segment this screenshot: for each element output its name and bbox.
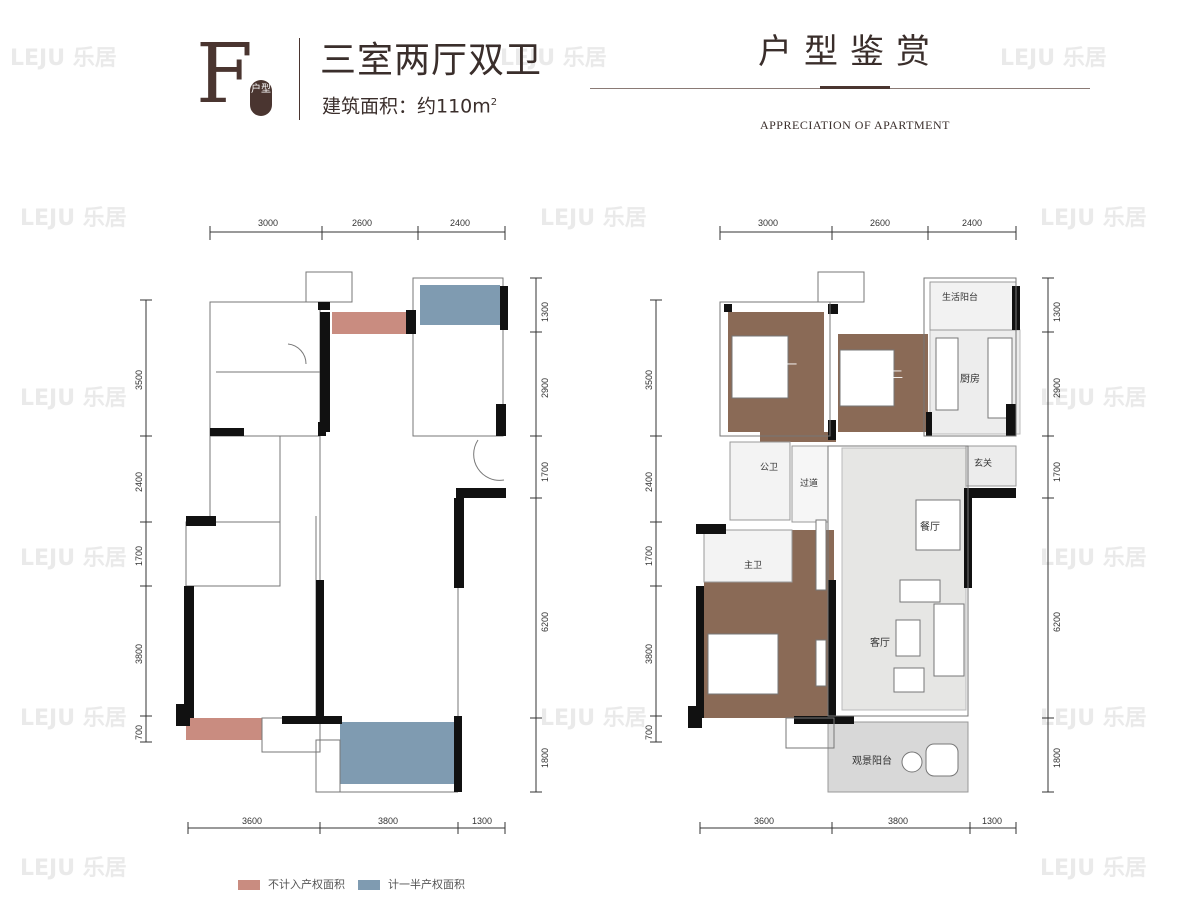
watermark: LEJU 乐居 [1000, 46, 1107, 71]
zone-half-counted-top [420, 285, 500, 325]
layout-type-badge: 户型 [250, 80, 272, 116]
r-dimension-right [1042, 277, 1054, 793]
dim-bottom-1: 3600 [242, 816, 262, 826]
r-dim-right-1: 1300 [1052, 302, 1062, 322]
dimension-bottom [187, 822, 506, 834]
zone-not-counted-bottom [186, 718, 262, 740]
room-dining: 餐厅 [920, 520, 940, 533]
dim-bottom-2: 3800 [378, 816, 398, 826]
dim-top-1: 3000 [258, 218, 278, 228]
dim-left-5: 700 [134, 725, 144, 740]
dim-left-2: 2400 [134, 472, 144, 492]
header-divider [299, 38, 300, 120]
legend-label-half-counted: 计一半产权面积 [388, 878, 465, 891]
r-dimension-bottom [699, 822, 1017, 834]
r-dim-bottom-1: 3600 [754, 816, 774, 826]
watermark: LEJU 乐居 [20, 546, 127, 571]
dimension-right [530, 277, 542, 793]
watermark: LEJU 乐居 [1040, 856, 1147, 881]
dim-right-1: 1300 [540, 302, 550, 322]
r-dim-right-4: 6200 [1052, 612, 1062, 632]
legend-swatch-not-counted [238, 880, 260, 890]
legend-label-not-counted: 不计入产权面积 [268, 878, 345, 891]
watermark: LEJU 乐居 [500, 46, 607, 71]
watermark: LEJU 乐居 [20, 856, 127, 881]
room-public-bath: 公卫 [760, 462, 778, 472]
floor-corridor-top [760, 432, 836, 442]
section-rule-accent [820, 86, 890, 89]
dim-right-2: 2900 [540, 378, 550, 398]
r-thin-walls [719, 271, 1017, 749]
furnished-plan: 3000 2600 2400 3600 3800 1300 3500 2400 … [644, 218, 1062, 834]
watermark: LEJU 乐居 [20, 386, 127, 411]
dimension-top [209, 226, 506, 240]
r-dim-right-3: 1700 [1052, 462, 1062, 482]
building-area: 建筑面积：约110m2 [322, 90, 497, 119]
watermark: LEJU 乐居 [540, 706, 647, 731]
thick-walls [176, 286, 508, 792]
dim-left-3: 1700 [134, 546, 144, 566]
r-dim-top-1: 3000 [758, 218, 778, 228]
dim-right-5: 1800 [540, 748, 550, 768]
r-dim-left-1: 3500 [644, 370, 654, 390]
watermark: LEJU 乐居 [1040, 386, 1147, 411]
r-dim-left-4: 3800 [644, 644, 654, 664]
floor-public-bath [729, 441, 791, 521]
legend-swatch-half-counted [358, 880, 380, 890]
r-dim-top-3: 2400 [962, 218, 982, 228]
r-dim-right-5: 1800 [1052, 748, 1062, 768]
room-bedroom3: 次卧二 [870, 367, 903, 381]
dim-top-2: 2600 [352, 218, 372, 228]
dim-left-1: 3500 [134, 370, 144, 390]
dim-right-3: 1700 [540, 462, 550, 482]
r-dim-left-3: 1700 [644, 546, 654, 566]
r-dim-top-2: 2600 [870, 218, 890, 228]
room-master-bath: 主卫 [744, 559, 762, 570]
watermark: LEJU 乐居 [20, 206, 127, 231]
section-subtitle: APPRECIATION OF APARTMENT [759, 118, 951, 132]
room-living: 客厅 [870, 636, 890, 649]
floor-master-bath [703, 529, 793, 583]
watermark: LEJU 乐居 [10, 46, 117, 71]
watermark: LEJU 乐居 [540, 206, 647, 231]
room-master-bedroom: 主卧 [740, 662, 762, 675]
dimension-left [140, 299, 152, 743]
watermark: LEJU 乐居 [20, 706, 127, 731]
section-title: 户型鉴赏 [758, 32, 942, 72]
r-dimension-top [719, 226, 1017, 240]
r-dim-bottom-2: 3800 [888, 816, 908, 826]
dim-right-4: 6200 [540, 612, 550, 632]
furniture [707, 335, 1013, 777]
layout-type-letter: F [196, 27, 253, 122]
r-dim-left-2: 2400 [644, 472, 654, 492]
area-unit-sup: 2 [490, 97, 498, 108]
r-dim-right-2: 2900 [1052, 378, 1062, 398]
legend: 不计入产权面积 计一半产权面积 [238, 878, 498, 894]
zone-not-counted-top [332, 312, 412, 334]
room-service-balcony: 生活阳台 [942, 291, 978, 302]
r-dim-bottom-3: 1300 [982, 816, 1002, 826]
room-view-balcony: 观景阳台 [852, 754, 892, 767]
watermark: LEJU 乐居 [1040, 206, 1147, 231]
zone-half-counted-bottom [340, 722, 454, 784]
dim-left-4: 3800 [134, 644, 144, 664]
r-dim-left-5: 700 [644, 725, 654, 740]
room-corridor: 过道 [800, 477, 818, 488]
dim-bottom-3: 1300 [472, 816, 492, 826]
watermark: LEJU 乐居 [1040, 546, 1147, 571]
room-kitchen: 厨房 [960, 372, 980, 385]
layout-title: 三室两厅双卫 [320, 40, 543, 81]
floor-entrance [965, 445, 1017, 487]
room-bedroom2: 次卧一 [764, 357, 797, 371]
dim-top-3: 2400 [450, 218, 470, 228]
r-dimension-left [650, 299, 662, 743]
floor-service-balcony [929, 281, 1017, 331]
area-plan: 3000 2600 2400 3600 3800 1300 3500 2400 … [134, 218, 550, 834]
room-entrance: 玄关 [974, 457, 992, 468]
area-label: 建筑面积：约110m [322, 95, 491, 118]
